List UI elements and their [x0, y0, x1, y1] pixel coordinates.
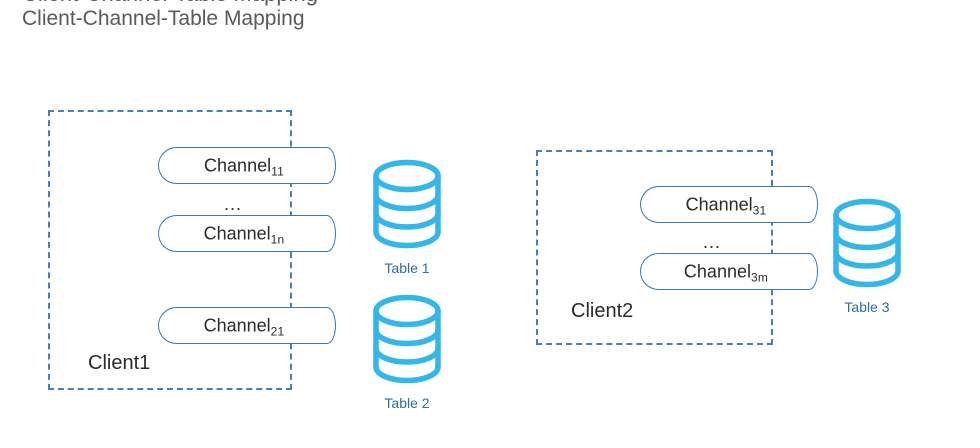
- channel-cylinder-channel-31[interactable]: Channel31: [640, 186, 818, 223]
- channel-tube-body: [640, 186, 809, 223]
- channel-tube-seam: [317, 148, 327, 183]
- cut-off-title: Client-Channel-Table Mapping: [22, 0, 722, 6]
- channel-subscript: 21: [270, 324, 285, 338]
- channel-tube-body: [158, 215, 327, 252]
- cut-off-title-text: Client-Channel-Table Mapping: [22, 0, 722, 6]
- channel-name-text: Channel: [203, 315, 271, 335]
- channel-tube-body: [640, 253, 809, 290]
- channel-label-channel-31: Channel31: [640, 194, 818, 217]
- channel-subscript: 11: [271, 164, 284, 178]
- channel-label-channel-21: Channel21: [158, 315, 336, 338]
- channel-name-text: Channel: [204, 155, 272, 175]
- database-icon-table-1[interactable]: Table 1: [367, 158, 447, 278]
- channel-ellipsis-client2: ...: [703, 232, 722, 252]
- client-label-client1: Client1: [88, 352, 151, 374]
- channel-name-text: Channel: [685, 194, 753, 214]
- channel-name-text: Channel: [683, 261, 751, 281]
- channel-cylinder-channel-11[interactable]: Channel11: [158, 147, 336, 184]
- database-icon-table-3[interactable]: Table 3: [827, 197, 907, 317]
- database-cylinder-svg: [833, 198, 901, 288]
- channel-subscript: 31: [752, 203, 767, 217]
- channel-cylinder-channel-1n[interactable]: Channel1n: [158, 215, 336, 252]
- channel-tube-seam: [799, 254, 809, 289]
- channel-tube-seam: [317, 216, 327, 251]
- channel-cylinder-channel-21[interactable]: Channel21: [158, 307, 336, 344]
- database-label-table-3: Table 3: [844, 299, 890, 315]
- database-cylinder-svg: [373, 294, 441, 384]
- database-icon-table-2[interactable]: Table 2: [367, 293, 447, 413]
- database-label-table-1: Table 1: [384, 260, 430, 276]
- database-label-table-2: Table 2: [384, 395, 430, 411]
- page-title: Client-Channel-Table Mapping: [22, 7, 305, 30]
- channel-label-channel-3m: Channel3m: [640, 261, 818, 284]
- channel-cylinder-channel-3m[interactable]: Channel3m: [640, 253, 818, 290]
- database-cylinder-svg: [373, 159, 441, 249]
- client-label-client2: Client2: [571, 300, 634, 322]
- channel-tube-body: [158, 307, 327, 344]
- channel-subscript: 1n: [270, 232, 285, 246]
- channel-tube-seam: [317, 308, 327, 343]
- channel-tube-seam: [799, 187, 809, 222]
- channel-subscript: 3m: [750, 270, 769, 284]
- channel-label-channel-1n: Channel1n: [158, 223, 336, 246]
- channel-ellipsis-client1: ...: [224, 194, 243, 214]
- channel-name-text: Channel: [203, 223, 271, 243]
- channel-label-channel-11: Channel11: [158, 155, 336, 178]
- client-box-client2[interactable]: [536, 150, 773, 345]
- channel-tube-body: [158, 147, 327, 184]
